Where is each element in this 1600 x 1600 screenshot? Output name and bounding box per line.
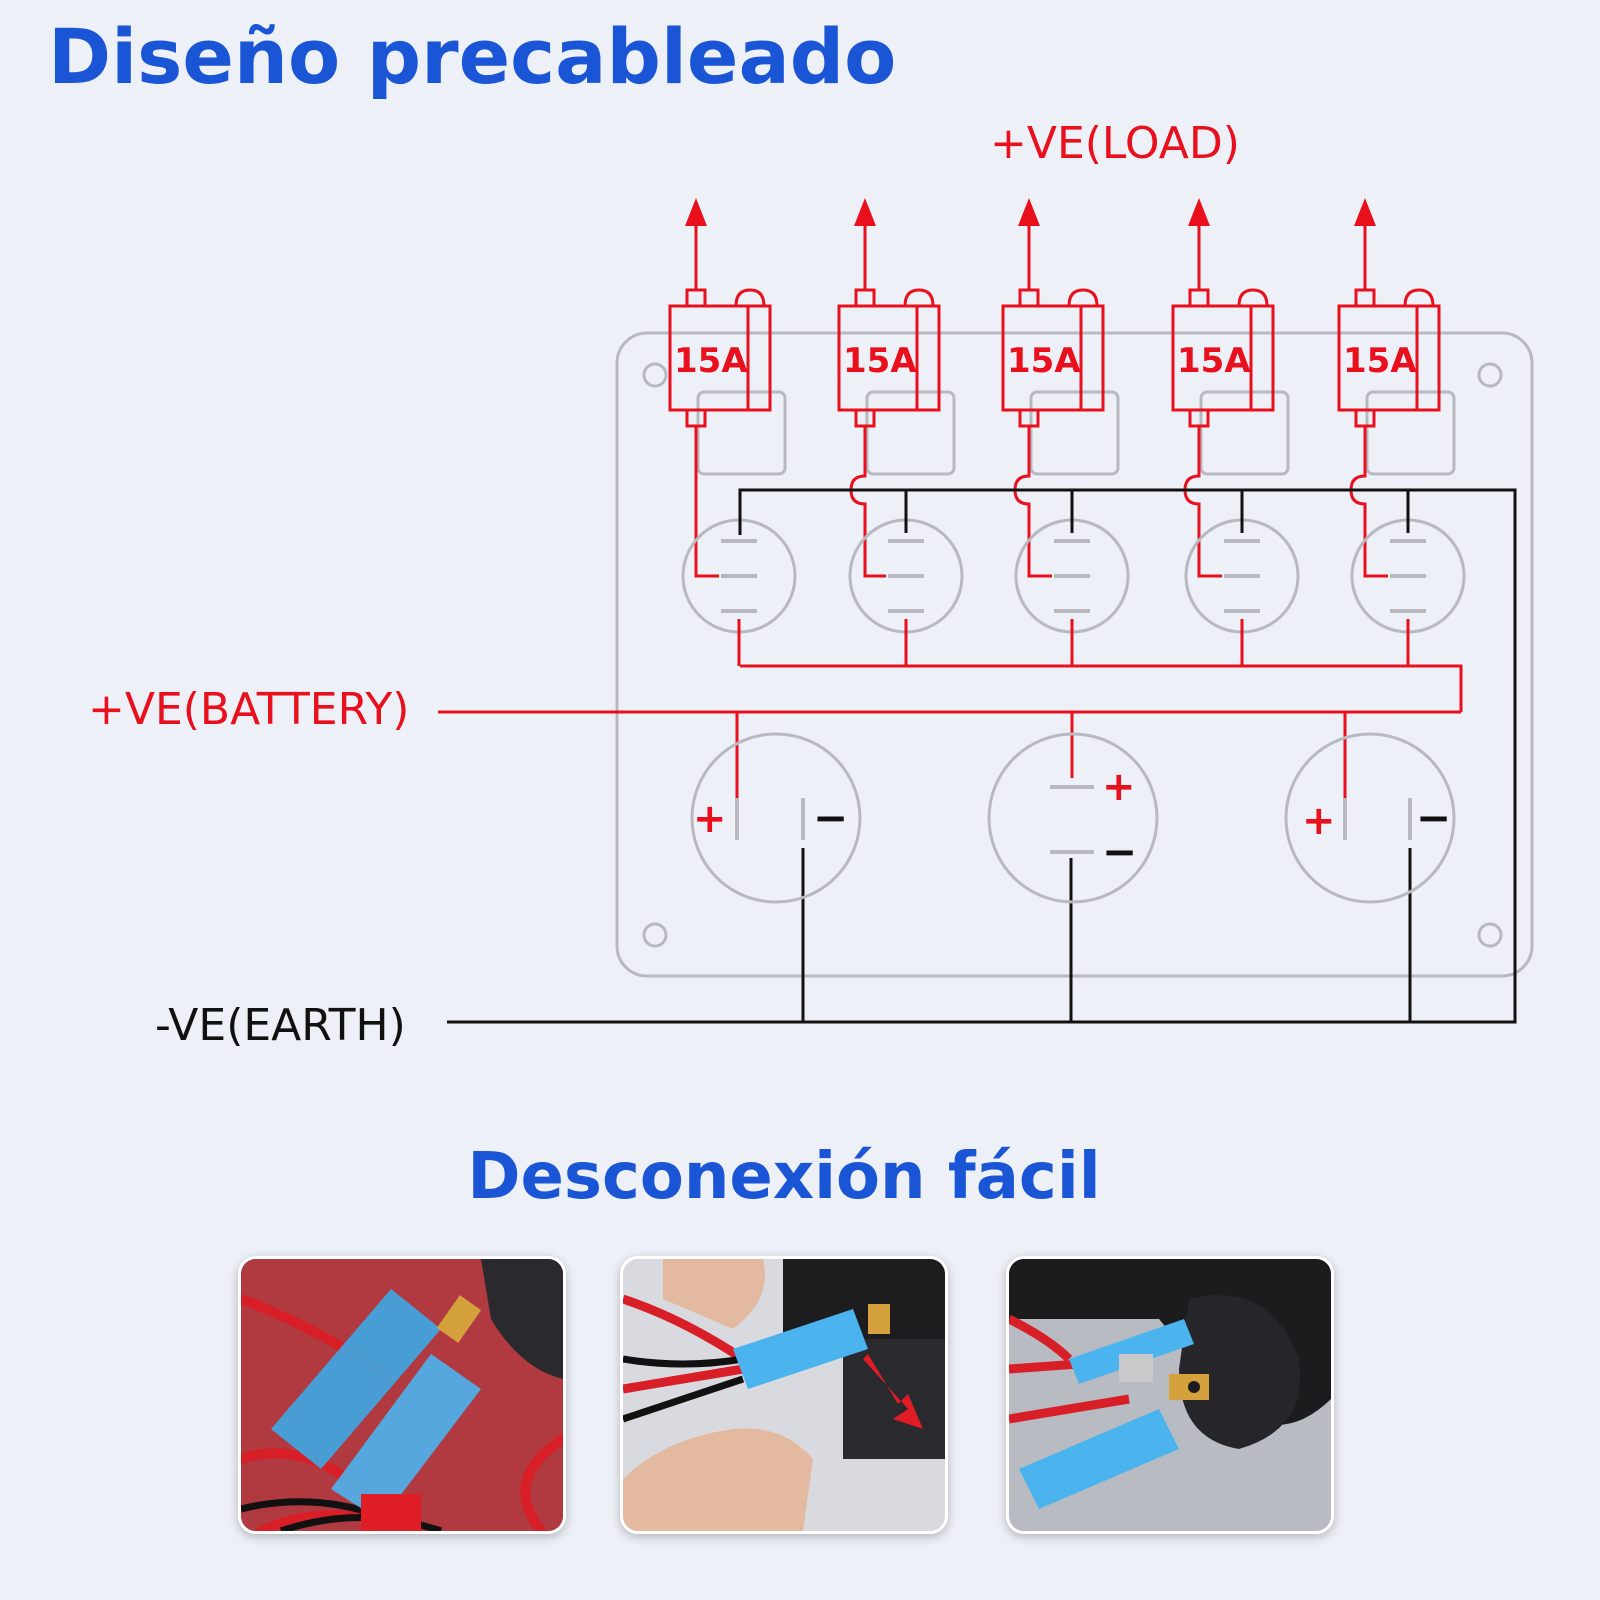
page-title: Diseño precableado — [48, 12, 897, 101]
socket-right-plus: + — [1302, 798, 1336, 844]
fuse-rating-label: 15A — [1177, 341, 1251, 381]
fuse-4: 15A — [1171, 198, 1290, 578]
earth-label: -VE(EARTH) — [155, 1000, 406, 1051]
fuse-rating-label: 15A — [1343, 341, 1417, 381]
blue-connector-photo — [238, 1256, 566, 1534]
mount-hole-tl — [642, 362, 668, 388]
rocker-switch-2 — [848, 490, 964, 666]
socket-right: + − — [1284, 732, 1456, 904]
fuse-5: 15A — [1337, 198, 1456, 578]
rocker-switch-3 — [1014, 490, 1130, 666]
socket-right-minus: − — [1416, 793, 1451, 842]
battery-label: +VE(BATTERY) — [88, 684, 409, 735]
socket-center-minus: − — [1102, 827, 1137, 876]
battery-wiring — [438, 664, 1463, 800]
socket-center-plus: + — [1102, 764, 1136, 810]
fuse-1: 15A — [668, 198, 787, 578]
fuse-rating-label: 15A — [1007, 341, 1081, 381]
socket-center: + − — [987, 732, 1159, 904]
terminal-connection-photo — [1006, 1256, 1334, 1534]
mount-hole-bl — [642, 922, 668, 948]
rocker-switch-1 — [681, 518, 797, 666]
fuse-rating-label: 15A — [674, 341, 748, 381]
fuse-rating-label: 15A — [843, 341, 917, 381]
switch-panel-outline — [615, 331, 1534, 978]
socket-left-plus: + — [693, 796, 727, 842]
earth-wiring — [447, 488, 1517, 1024]
socket-left: + − — [690, 732, 862, 904]
mount-hole-tr — [1477, 362, 1503, 388]
fuse-2: 15A — [837, 198, 956, 578]
section-title-easy-disconnect: Desconexión fácil — [467, 1140, 1101, 1214]
fuse-3: 15A — [1001, 198, 1120, 578]
mount-hole-br — [1477, 922, 1503, 948]
switch-row — [681, 490, 1466, 666]
load-label: +VE(LOAD) — [990, 118, 1240, 169]
fuse-row: 15A 15A 15A 15A 15A — [668, 198, 1456, 578]
rocker-switch-4 — [1184, 490, 1300, 666]
connector-disconnect-photo — [620, 1256, 948, 1534]
rocker-switch-5 — [1350, 490, 1466, 666]
socket-left-minus: − — [813, 793, 848, 842]
